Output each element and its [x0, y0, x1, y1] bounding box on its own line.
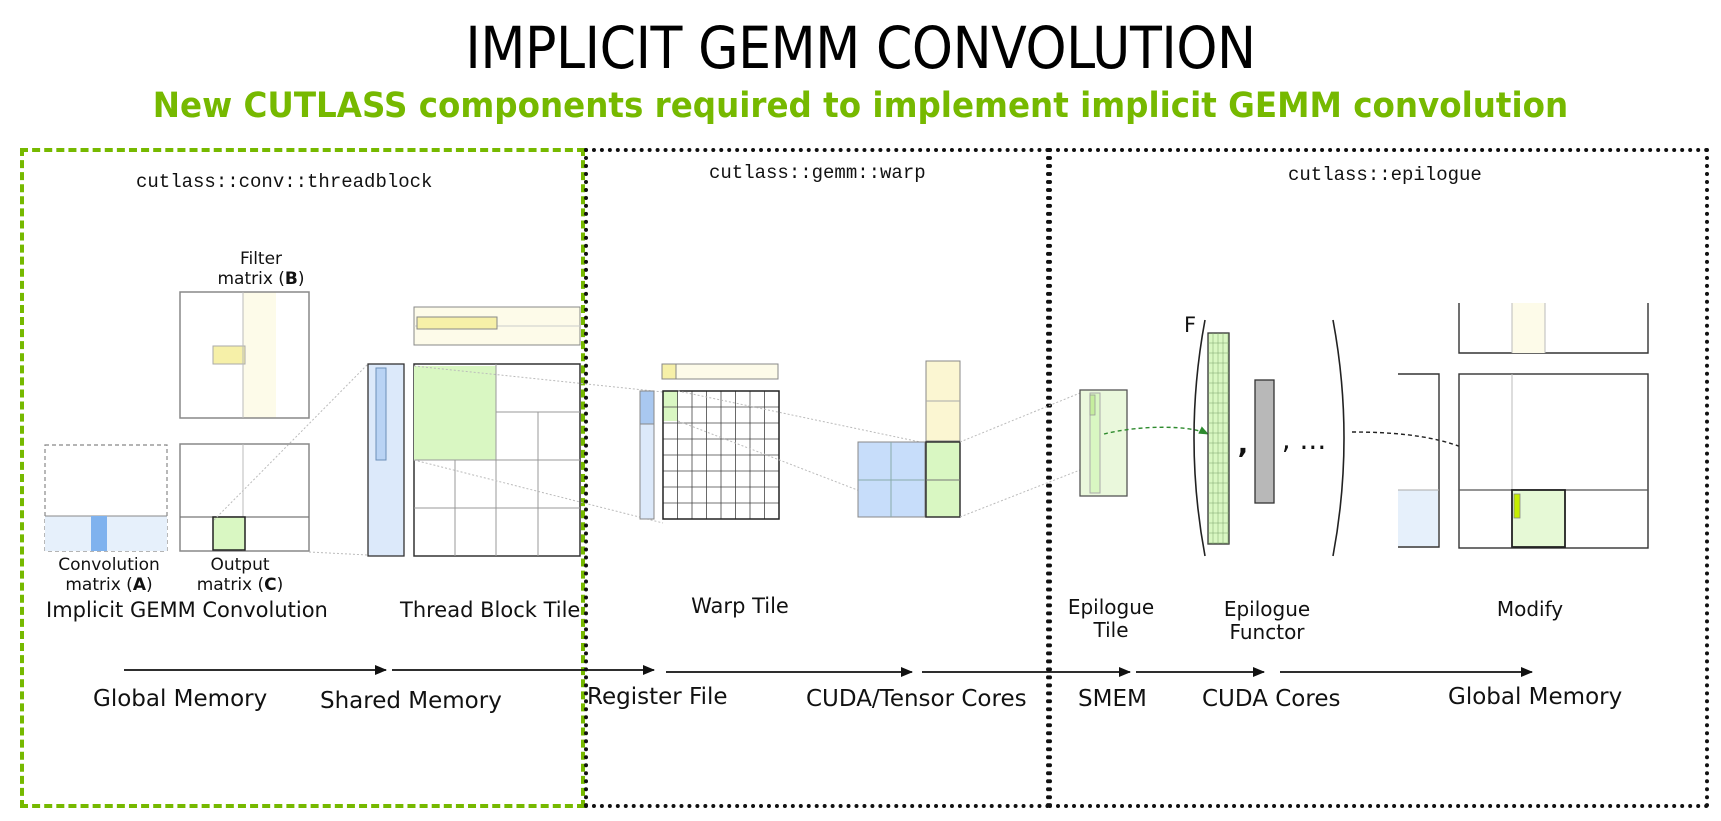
- convolution-matrix-label-line1: Convolution: [58, 555, 160, 575]
- stage-global-memory-output: Global Memory: [1448, 684, 1623, 710]
- functor-parentheses: [1193, 319, 1345, 557]
- functor-comma: ,: [1237, 427, 1249, 460]
- filter-matrix-label-post: ): [297, 268, 305, 289]
- convolution-matrix-label-line2: matrix (A): [46, 574, 172, 596]
- functor-source-operand: [1254, 379, 1275, 504]
- stage-shared-memory: Shared Memory: [320, 688, 502, 714]
- functor-f-symbol: F: [1183, 313, 1197, 337]
- modify-label: Modify: [1496, 597, 1564, 621]
- warp-tile-border: [662, 390, 780, 520]
- thread-block-tile: [413, 363, 581, 557]
- convolution-matrix-label-pre: matrix (: [65, 574, 133, 595]
- filter-matrix-label-line2: matrix (B): [196, 268, 326, 290]
- stage-global-memory-input: Global Memory: [93, 686, 268, 712]
- warp-b-row: [661, 363, 779, 380]
- page-title: IMPLICIT GEMM CONVOLUTION: [465, 14, 1256, 82]
- functor-output-arrow: [1351, 431, 1512, 491]
- output-matrix-label-line2: matrix (C): [180, 574, 300, 596]
- page-subtitle: New CUTLASS components required to imple…: [152, 86, 1569, 126]
- namespace-threadblock: cutlass::conv::threadblock: [136, 171, 433, 193]
- stage-cuda-tensor-cores: CUDA/Tensor Cores: [806, 686, 1027, 712]
- convolution-matrix-letter: A: [132, 574, 146, 595]
- namespace-warp: cutlass::gemm::warp: [709, 162, 926, 184]
- filter-matrix-label: Filter matrix (B): [196, 249, 326, 290]
- epilogue-tile: [1079, 389, 1128, 497]
- projection-lines-warp: [413, 365, 664, 524]
- thread-block-b-row: [413, 306, 581, 346]
- warp-tile-label: Warp Tile: [691, 594, 789, 618]
- convolution-matrix-label-post: ): [145, 574, 153, 595]
- stage-register-file: Register File: [587, 684, 728, 710]
- functor-accumulator: [1207, 332, 1230, 545]
- warp-tile-grid: [662, 390, 780, 520]
- stage-smem: SMEM: [1078, 686, 1147, 712]
- output-matrix-label-line1: Output: [210, 555, 270, 575]
- output-matrix-label-pre: matrix (: [196, 574, 265, 595]
- warp-a-column: [639, 390, 655, 520]
- implicit-gemm-label: Implicit GEMM Convolution: [46, 598, 328, 622]
- modify-top-partial: [1458, 303, 1649, 354]
- functor-ellipsis: , ...: [1281, 423, 1327, 456]
- thread-block-tile-label: Thread Block Tile: [400, 598, 581, 622]
- output-matrix-label-post: ): [276, 574, 284, 595]
- output-matrix-c: [179, 443, 310, 552]
- projection-lines-epilogue: [959, 392, 1081, 518]
- threadblock-region: [20, 148, 585, 808]
- memory-flow-arrows: [124, 665, 1533, 677]
- stage-cuda-cores: CUDA Cores: [1202, 686, 1341, 712]
- namespace-epilogue: cutlass::epilogue: [1288, 164, 1482, 186]
- convolution-matrix-a: [44, 444, 168, 552]
- epilogue-functor-label-line2: Functor: [1229, 620, 1305, 644]
- thread-block-a-column: [367, 363, 405, 557]
- filter-matrix-label-pre: matrix (: [217, 268, 285, 289]
- output-matrix-label: Output matrix (C): [180, 555, 300, 596]
- epilogue-tile-label: Epilogue Tile: [1063, 596, 1159, 642]
- convolution-matrix-label: Convolution matrix (A): [46, 555, 172, 596]
- filter-matrix-label-line1: Filter: [239, 249, 283, 269]
- mma-c-fragment: [925, 441, 961, 518]
- mma-a-fragment: [857, 441, 926, 518]
- filter-matrix-letter: B: [284, 268, 298, 289]
- mma-b-fragment: [925, 360, 961, 442]
- epilogue-functor-label: Epilogue Functor: [1212, 598, 1322, 644]
- projection-lines-threadblock: [213, 363, 369, 556]
- epilogue-load-arrow: [1103, 426, 1209, 435]
- modify-left-partial: [1398, 373, 1440, 548]
- epilogue-tile-label-line2: Tile: [1093, 618, 1129, 642]
- filter-matrix-b: [179, 291, 310, 419]
- epilogue-functor-label-line1: Epilogue: [1223, 597, 1311, 621]
- epilogue-region: [1048, 148, 1709, 808]
- modify-output-matrix: [1458, 373, 1649, 549]
- output-matrix-letter: C: [264, 574, 277, 595]
- epilogue-tile-label-line1: Epilogue: [1067, 595, 1155, 619]
